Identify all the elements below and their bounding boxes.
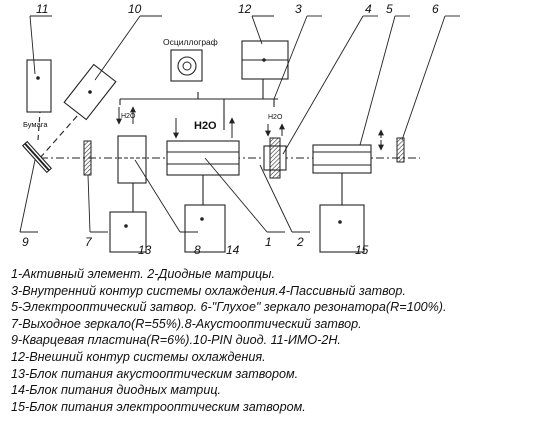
callout-15: 15 — [355, 243, 369, 257]
callout-3: 3 — [295, 2, 302, 16]
rear-mirror — [396, 137, 405, 163]
callout-14: 14 — [226, 243, 240, 257]
legend: 1-Активный элемент. 2-Диодные матрицы. 3… — [11, 266, 551, 415]
callout-6: 6 — [432, 2, 439, 16]
imo-2n-box — [26, 59, 52, 113]
legend-line: 1-Активный элемент. 2-Диодные матрицы. — [11, 267, 275, 281]
callout-1: 1 — [265, 235, 272, 249]
callout-11: 11 — [36, 2, 48, 16]
beam-to-imo — [37, 111, 41, 141]
callout-7: 7 — [85, 235, 93, 249]
water-label-left: H2O — [121, 113, 136, 120]
callout-4: 4 — [365, 2, 372, 16]
legend-line: 15-Блок питания электрооптическим затвор… — [11, 399, 306, 414]
acousto-optic-shutter — [117, 135, 147, 184]
pin-diode-box — [63, 63, 117, 121]
quartz-plate — [21, 140, 53, 174]
diode-power-supply-box — [184, 204, 226, 253]
legend-line: 3-Внутренний контур системы охлаждения.4… — [11, 283, 406, 298]
legend-line: 14-Блок питания диодных матриц. — [11, 383, 222, 398]
callout-5: 5 — [386, 2, 393, 16]
active-element-housing — [166, 140, 240, 176]
legend-line: 7-Выходное зеркало(R=55%).8-Акустооптиче… — [11, 316, 362, 331]
oscilloscope-box — [170, 49, 203, 82]
eo-power-supply-box — [319, 204, 365, 253]
water-label-center: H2O — [194, 120, 217, 132]
oscilloscope-label: Осциллограф — [163, 37, 218, 47]
output-mirror — [83, 140, 92, 176]
legend-line: 12-Внешний контур системы охлаждения. — [11, 349, 266, 364]
legend-line: 9-Кварцевая пластина(R=6%).10-PIN диод. … — [11, 333, 341, 348]
callout-2: 2 — [296, 235, 304, 249]
legend-line: 13-Блок питания акустооптическим затворо… — [11, 366, 299, 381]
callout-9: 9 — [22, 235, 29, 249]
callout-12: 12 — [238, 2, 252, 16]
electro-optic-shutter — [312, 144, 372, 174]
paper-label: Бумага — [23, 120, 48, 129]
legend-line: 5-Электрооптический затвор. 6-"Глухое" з… — [11, 300, 447, 315]
callout-8: 8 — [194, 243, 201, 257]
oscilloscope-screen-icon — [177, 56, 197, 76]
callout-13: 13 — [138, 243, 152, 257]
water-label-right: H2O — [268, 114, 283, 121]
ao-power-supply-box — [109, 211, 147, 253]
callout-10: 10 — [128, 2, 142, 16]
laser-setup-diagram: 11 10 12 3 4 5 6 9 7 13 8 14 1 2 15 Осци… — [19, 2, 460, 257]
